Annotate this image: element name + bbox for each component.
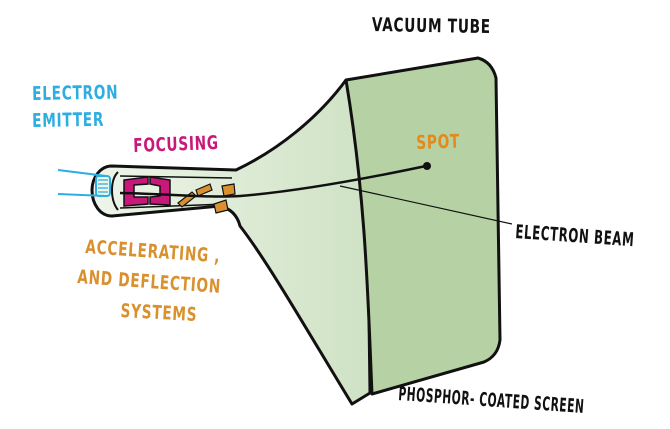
accelerating-label-line3: SYSTEMS bbox=[119, 300, 198, 326]
neck-top-inner bbox=[119, 175, 233, 179]
neck-bottom-inner bbox=[119, 203, 227, 209]
emitter-coil-turns bbox=[98, 179, 108, 193]
focusing-label: FOCUSING bbox=[132, 132, 220, 157]
focusing-electrode-right bbox=[149, 176, 171, 206]
electron-beam-leader bbox=[339, 185, 513, 225]
emitter-coil bbox=[95, 175, 111, 197]
focusing-electrode-left bbox=[123, 176, 149, 207]
emitter-wire-top bbox=[57, 169, 107, 177]
accelerating-plate-2 bbox=[195, 183, 213, 197]
phosphor-screen-face bbox=[344, 56, 502, 396]
electron-emitter-label-line2: EMITTER bbox=[31, 108, 105, 132]
spot-dot bbox=[423, 162, 431, 170]
vacuum-tube-label: VACUUM TUBE bbox=[371, 14, 492, 39]
deflection-plate-2 bbox=[221, 183, 236, 197]
electron-beam bbox=[119, 164, 427, 198]
electron-emitter-label-line1: ELECTRON bbox=[31, 81, 119, 105]
deflection-plate-1 bbox=[213, 199, 229, 214]
vacuum-tube-body bbox=[90, 78, 372, 406]
spot-label: SPOT bbox=[415, 130, 461, 154]
neck-rim bbox=[111, 171, 119, 211]
